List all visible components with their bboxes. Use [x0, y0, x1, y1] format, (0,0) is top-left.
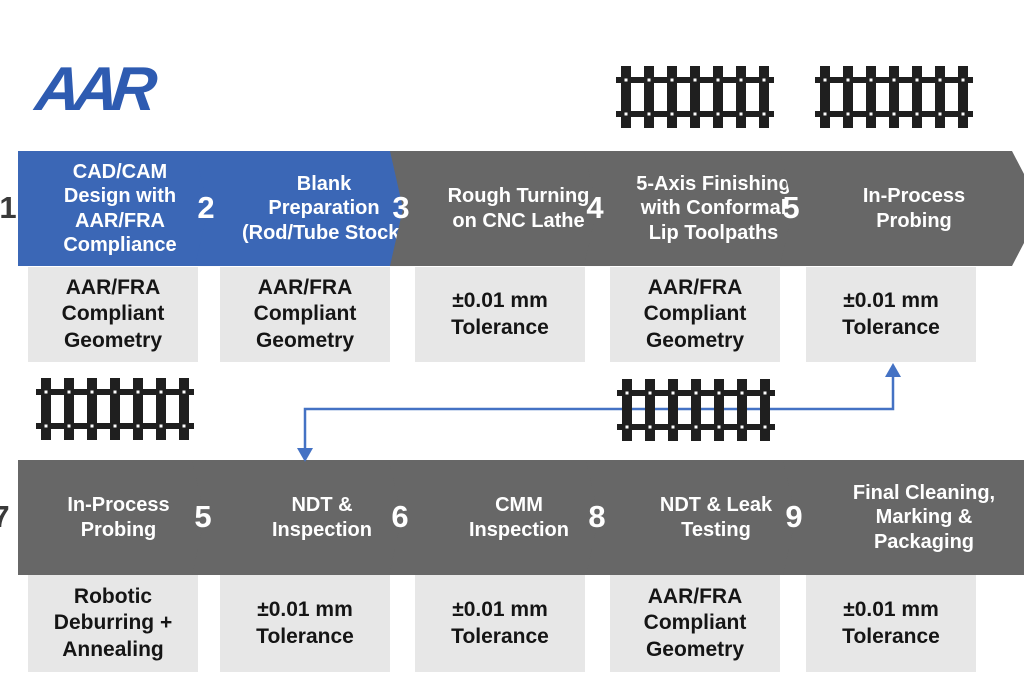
top-step-1-note-text: AAR/FRA Compliant Geometry — [61, 276, 165, 352]
railroad-track-icon — [617, 379, 775, 441]
top-step-2-note-text: AAR/FRA Compliant Geometry — [253, 276, 357, 352]
arrow-down-icon — [297, 448, 313, 462]
railroad-track-icon — [36, 378, 194, 440]
bottom-step-4-note-text: AAR/FRA Compliant Geometry — [643, 585, 747, 661]
top-step-4-title: 5-Axis Finishing with Conformal Lip Tool… — [636, 172, 791, 244]
bottom-step-1-title: In-Process Probing — [67, 494, 170, 541]
top-step-5-chevron: In-Process Probing — [780, 151, 1024, 266]
top-step-5-note-text: ±0.01 mm Tolerance — [842, 289, 940, 339]
bottom-step-5-number: 9 — [785, 499, 803, 534]
top-step-3-note-text: ±0.01 mm Tolerance — [451, 289, 549, 339]
top-step-4-note: AAR/FRA Compliant Geometry — [610, 267, 780, 362]
top-step-3-note: ±0.01 mm Tolerance — [415, 267, 585, 362]
bottom-step-2-note-text: ±0.01 mm Tolerance — [256, 598, 354, 648]
bottom-step-3-note: ±0.01 mm Tolerance — [415, 575, 585, 672]
railroad-track-icon — [616, 66, 774, 128]
arrow-up-icon — [885, 363, 901, 377]
connector-line — [303, 376, 895, 450]
top-step-1-title: CAD/CAM Design with AAR/FRA Compliance — [63, 160, 177, 256]
bottom-step-4-title: NDT & Leak Testing — [659, 494, 773, 541]
top-step-4-number: 4 — [586, 190, 604, 225]
bottom-step-5-note: ±0.01 mm Tolerance — [806, 575, 976, 672]
top-step-1-note: AAR/FRA Compliant Geometry — [28, 267, 198, 362]
bottom-step-1-note-text: Robotic Deburring + Annealing — [53, 585, 173, 661]
bottom-step-3-title: CMM Inspection — [468, 494, 569, 541]
railroad-track-icon — [815, 66, 973, 128]
bottom-step-3-note-text: ±0.01 mm Tolerance — [451, 598, 549, 648]
top-step-4-note-text: AAR/FRA Compliant Geometry — [643, 276, 747, 352]
bottom-step-3-number: 6 — [391, 499, 409, 534]
top-step-5-title: In-Process Probing — [862, 185, 966, 232]
top-step-3-title: Rough Turning on CNC Lathe — [447, 185, 590, 232]
top-step-5-note: ±0.01 mm Tolerance — [806, 267, 976, 362]
bottom-step-2-note: ±0.01 mm Tolerance — [220, 575, 390, 672]
bottom-step-4-number: 8 — [588, 499, 606, 534]
top-step-2-note: AAR/FRA Compliant Geometry — [220, 267, 390, 362]
top-step-1-number: 1 — [0, 190, 17, 225]
bottom-step-2-number: 5 — [194, 499, 212, 534]
bottom-step-2-title: NDT & Inspection — [271, 494, 372, 541]
bottom-step-1-number: 7 — [0, 499, 10, 534]
bottom-step-1-note: Robotic Deburring + Annealing — [28, 575, 198, 672]
bottom-step-4-note: AAR/FRA Compliant Geometry — [610, 575, 780, 672]
top-step-2-title: Blank Preparation (Rod/Tube Stock) — [241, 172, 407, 244]
bottom-step-5-chevron: Final Cleaning, Marking & Packaging — [783, 460, 1024, 575]
bottom-step-5-note-text: ±0.01 mm Tolerance — [842, 598, 940, 648]
top-step-5-number: 5 — [782, 190, 800, 225]
top-step-2-number: 2 — [197, 190, 215, 225]
bottom-step-5-title: Final Cleaning, Marking & Packaging — [852, 481, 996, 553]
top-step-3-number: 3 — [392, 190, 410, 225]
